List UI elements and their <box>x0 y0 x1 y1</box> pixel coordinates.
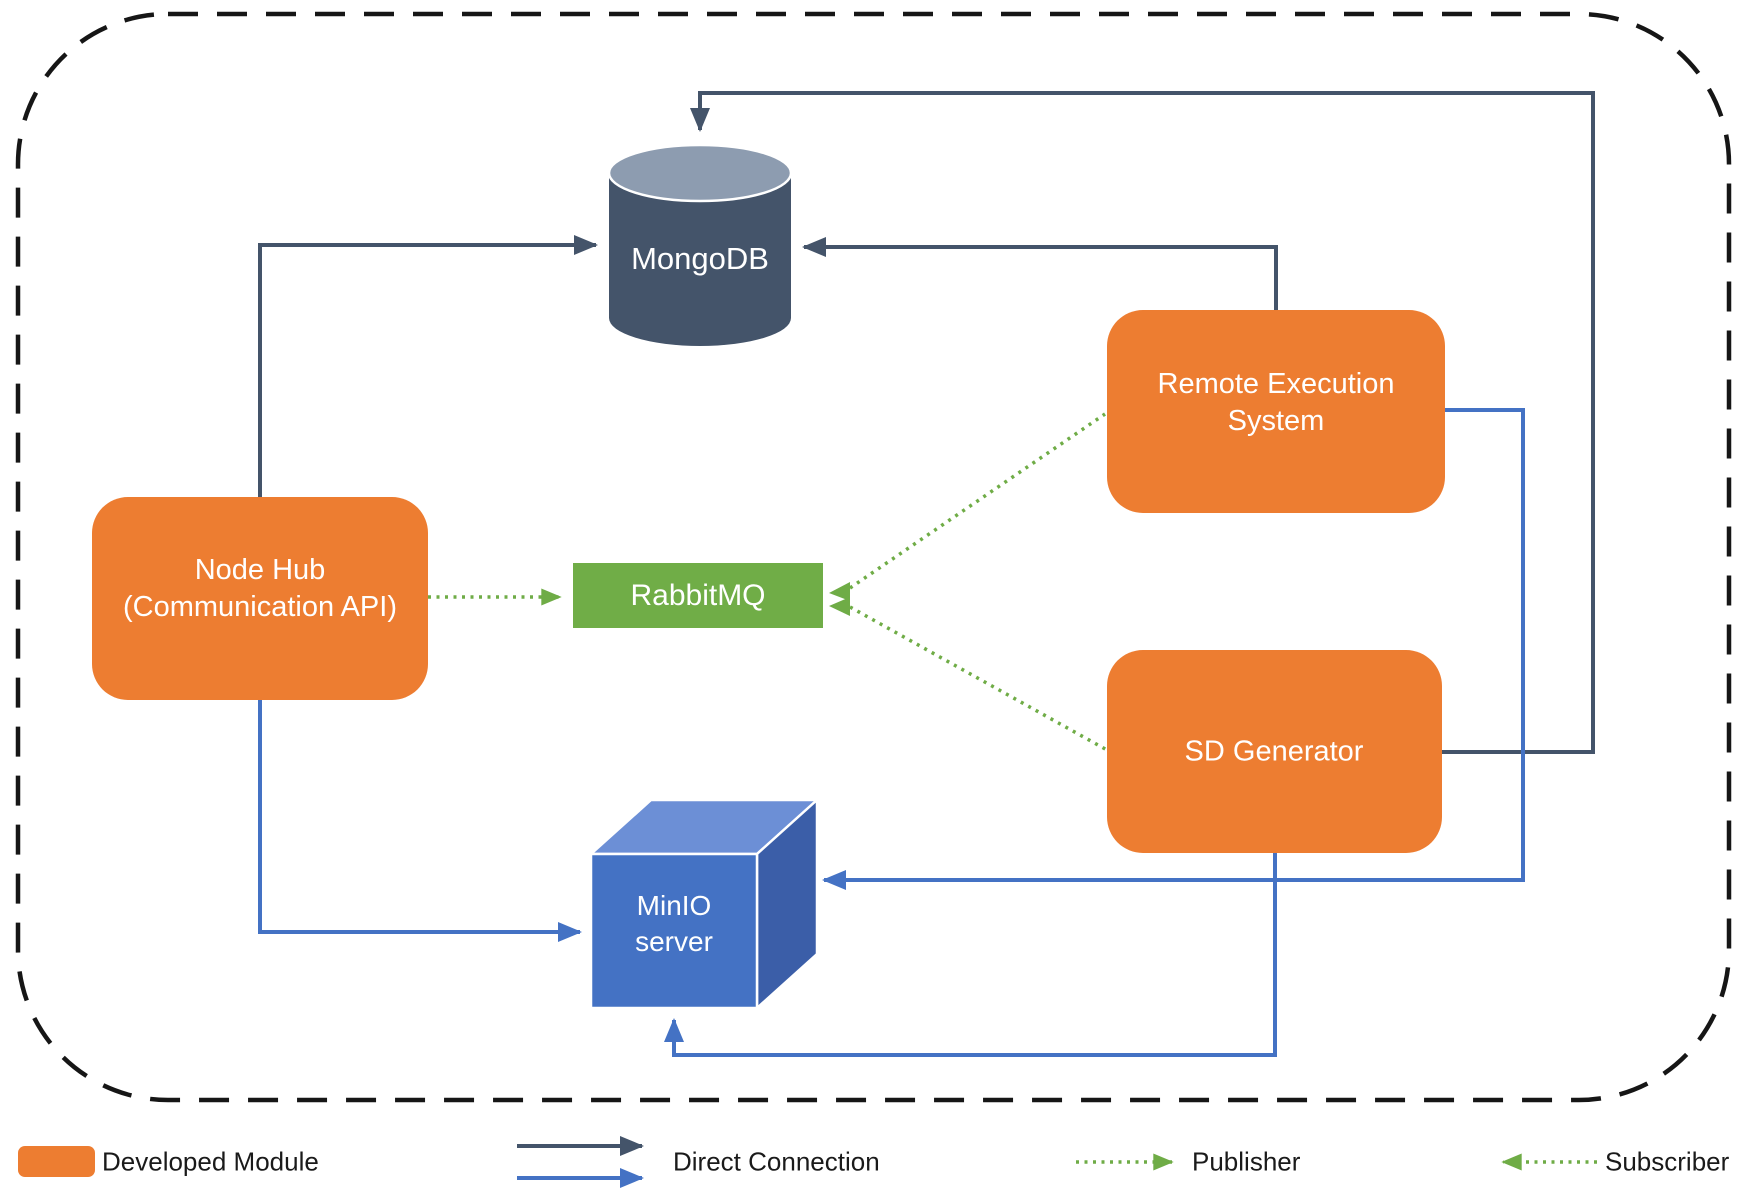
minio-label-line1: MinIO <box>636 890 712 922</box>
node-hub-label-line2: (Communication API) <box>123 591 397 623</box>
remote-execution-label-line1: Remote Execution <box>1157 367 1395 400</box>
remote-execution-label-line2: System <box>1227 405 1325 437</box>
connector-nodehub-to-minio <box>258 700 582 942</box>
legend-subscriber-label: Subscriber <box>1605 1146 1730 1177</box>
node-hub-box <box>92 497 428 700</box>
connector-sdgenerator-to-minio <box>664 853 1277 1057</box>
mongodb-cylinder-body <box>609 173 791 346</box>
minio-label-line2: server <box>635 926 713 957</box>
node-hub-label: Node Hub (Communication API) <box>123 552 397 626</box>
minio-label: MinIO server <box>635 888 713 960</box>
legend-developed-module-label: Developed Module <box>102 1146 319 1177</box>
connector-nodehub-to-mongodb <box>258 235 598 497</box>
remote-execution-label: Remote Execution System <box>1158 366 1395 440</box>
rabbitmq-label: RabbitMQ <box>630 578 766 612</box>
subscriber-arrowhead-lower <box>829 597 850 616</box>
sd-generator-box <box>1107 650 1442 853</box>
connector-remoteexecution-subscribe-rabbitmq <box>849 412 1106 590</box>
system-boundary-dashed-border <box>15 11 1732 1103</box>
connector-sdgenerator-to-mongodb <box>690 91 1595 754</box>
legend-direct-connection-label: Direct Connection <box>673 1146 880 1177</box>
remote-execution-box <box>1107 310 1445 513</box>
minio-cube-front-face <box>589 852 759 1010</box>
sd-generator-label: SD Generator <box>1184 735 1364 768</box>
rabbitmq-box <box>573 563 823 628</box>
mongodb-label: MongoDB <box>631 241 769 277</box>
connector-sdgenerator-subscribe-rabbitmq <box>849 605 1108 752</box>
subscriber-arrowhead-upper <box>829 582 850 601</box>
legend-module-swatch <box>18 1146 95 1177</box>
legend-publisher-label: Publisher <box>1192 1146 1301 1177</box>
connector-remoteexecution-to-mongodb <box>802 237 1278 310</box>
node-hub-label-line1: Node Hub <box>194 553 326 586</box>
connector-remoteexecution-to-minio <box>822 408 1525 890</box>
mongodb-cylinder-top <box>607 143 793 203</box>
